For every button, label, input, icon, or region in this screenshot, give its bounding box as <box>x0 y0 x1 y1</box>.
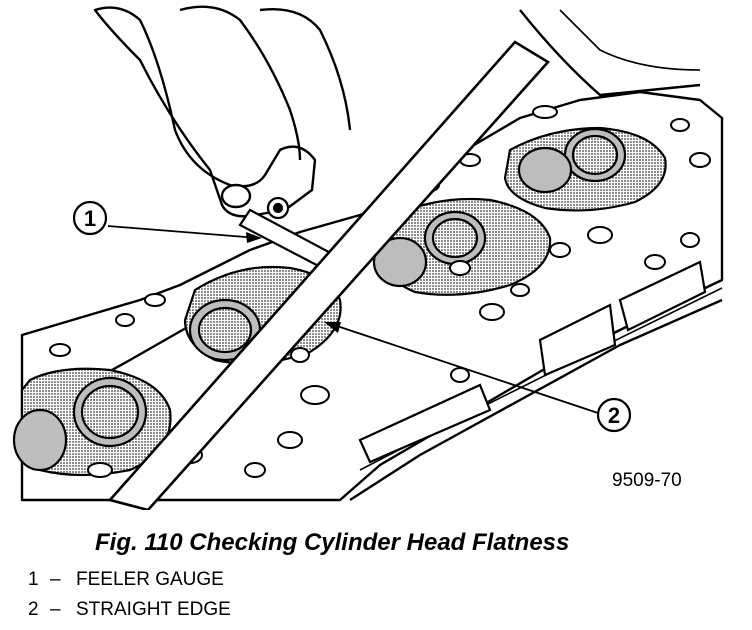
callout-1: 1 <box>72 200 262 243</box>
cylinder-head-illustration: 1 2 9509-70 <box>12 5 724 510</box>
port-slots <box>358 260 707 464</box>
legend-number: 2 <box>28 599 39 620</box>
legend-number: 1 <box>28 569 39 590</box>
legend-separator: – <box>50 599 61 620</box>
figure-id: 9509-70 <box>612 470 682 491</box>
legend-label: STRAIGHT EDGE <box>76 599 231 620</box>
legend-separator: – <box>50 569 61 590</box>
figure-caption: Fig. 110 Checking Cylinder Head Flatness <box>95 529 570 556</box>
legend-item-feeler-gauge: 1–FEELER GAUGE <box>28 569 224 591</box>
combustion-chambers <box>12 126 667 477</box>
legend-label: FEELER GAUGE <box>76 569 224 590</box>
straight-edge <box>107 40 551 510</box>
callout-1-number: 1 <box>84 206 96 231</box>
hand <box>93 5 701 218</box>
callout-2-number: 2 <box>608 403 620 428</box>
callout-2: 2 <box>324 322 632 433</box>
feeler-gauge <box>238 196 342 274</box>
legend-item-straight-edge: 2–STRAIGHT EDGE <box>28 599 231 621</box>
